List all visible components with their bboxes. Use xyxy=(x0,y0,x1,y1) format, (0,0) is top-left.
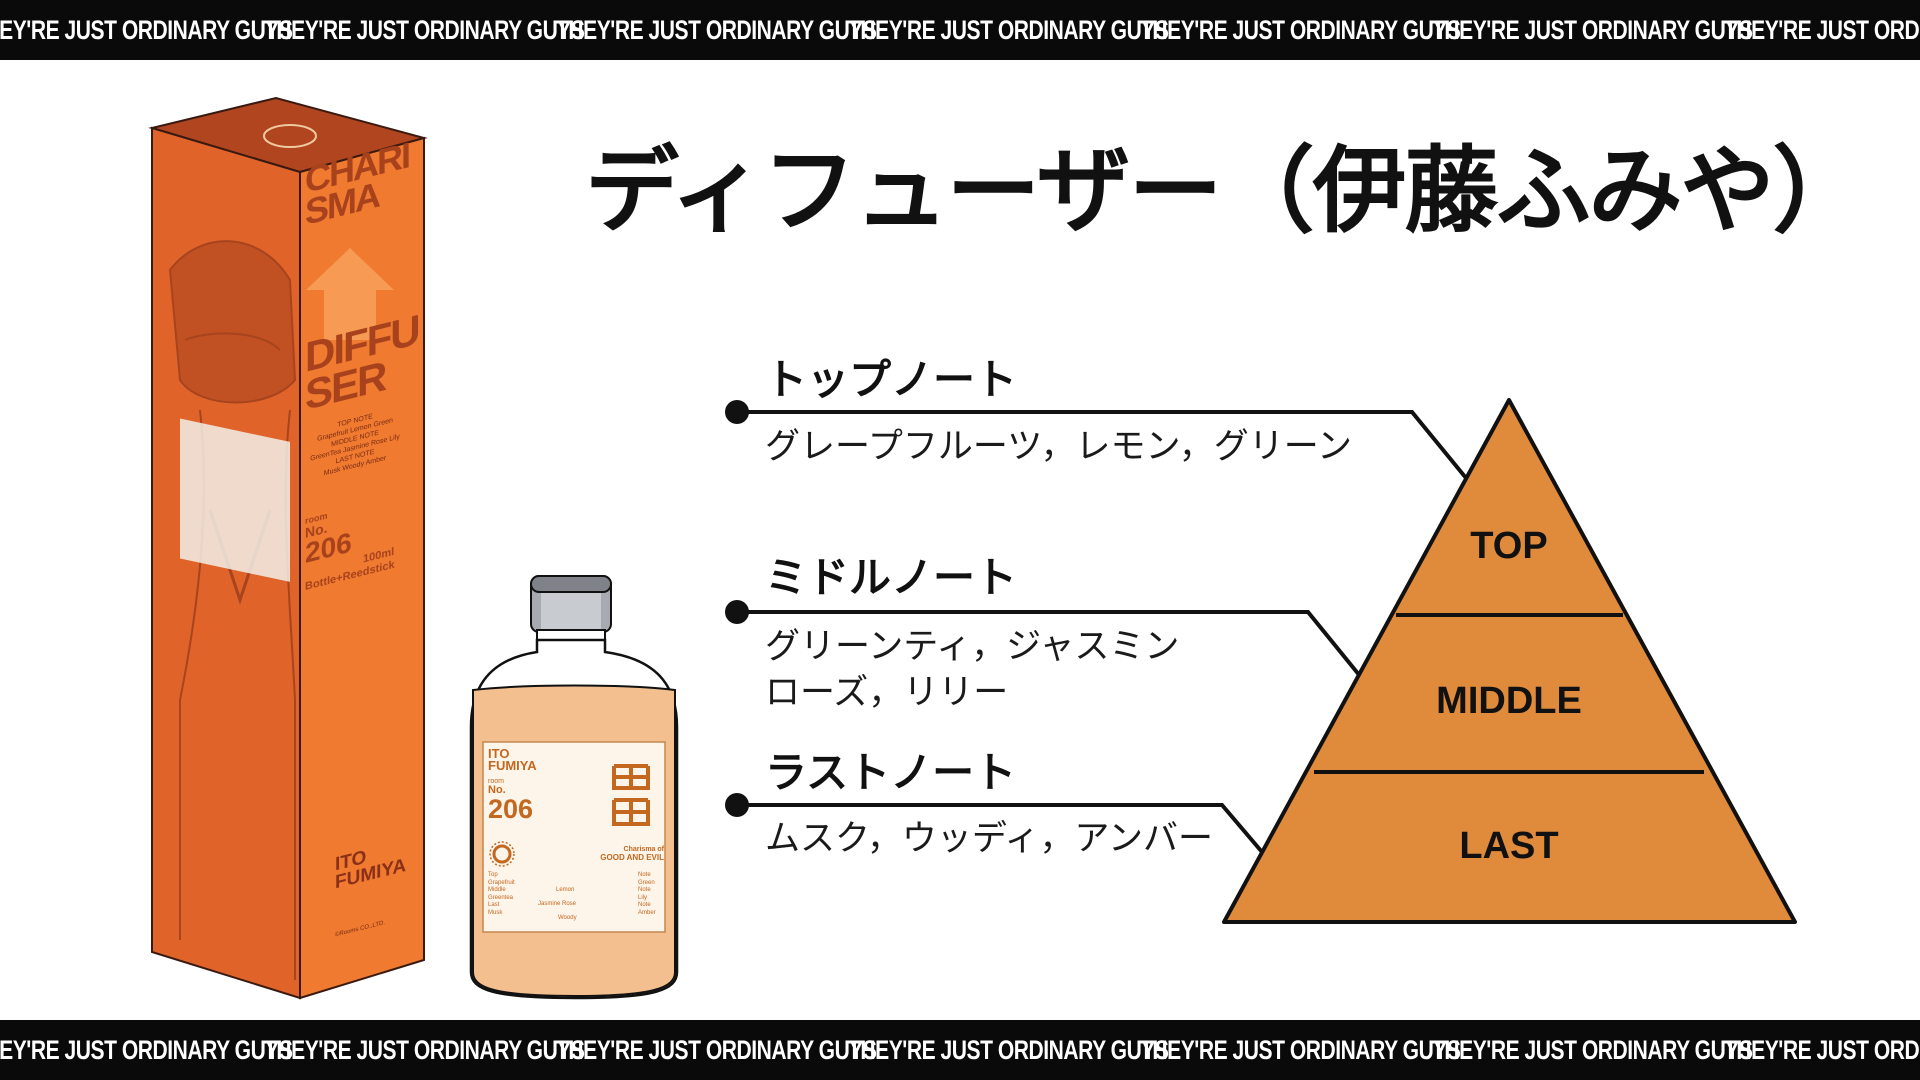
diffuser-box-illustration xyxy=(148,96,428,1000)
bottle-note-text: Note xyxy=(638,872,651,878)
bottle-note-text: Lily xyxy=(638,894,648,901)
banner-text: THEY'RE JUST ORDINARY GUYS xyxy=(1724,1035,1920,1065)
bottle-tagline-line: Charisma of xyxy=(623,846,664,853)
bottle-tagline: Charisma of GOOD AND EVIL xyxy=(558,846,664,862)
bullet-last xyxy=(725,793,749,817)
pyramid-label-middle: MIDDLE xyxy=(1436,680,1582,722)
fragrance-pyramid: TOP MIDDLE LAST xyxy=(1222,398,1797,924)
banner-text: THEY'RE JUST ORDINARY GUYS xyxy=(1724,15,1920,45)
bottle-note-text: Green xyxy=(638,879,655,886)
bottle-note-text: Note xyxy=(638,902,651,908)
bottle-room-label: room xyxy=(488,778,504,785)
note-heading-top: トップノート xyxy=(765,355,1018,404)
banner-track: THEY'RE JUST ORDINARY GUYS THEY'RE JUST … xyxy=(0,1020,1920,1080)
banner-track: THEY'RE JUST ORDINARY GUYS THEY'RE JUST … xyxy=(0,0,1920,60)
bottle-note-text: Lemon xyxy=(556,887,575,893)
bottle-note-text: Jasmine Rose xyxy=(538,901,577,907)
bottle-room-number: 206 xyxy=(488,794,534,824)
bottle-note-text: Last xyxy=(488,902,500,908)
bottle-note-text: Top xyxy=(488,872,498,878)
bottle-name-line: ITO xyxy=(488,746,510,761)
top-banner: THEY'RE JUST ORDINARY GUYS THEY'RE JUST … xyxy=(0,0,1920,60)
banner-text: THEY'RE JUST ORDINARY GUYS xyxy=(848,1035,1169,1065)
note-value-middle-line2: ローズ，リリー xyxy=(765,673,1009,713)
bottle-notes-right: Note Green Note Lily Note Amber xyxy=(638,872,656,917)
bottle-note-text: Note xyxy=(638,887,651,893)
bottle-no-label: No. xyxy=(488,784,506,796)
bottle-note-text: Musk xyxy=(488,909,503,916)
banner-text: THEY'RE JUST ORDINARY GUYS xyxy=(1432,1035,1753,1065)
note-value-top: グレープフルーツ，レモン，グリーン xyxy=(765,427,1352,467)
bottle-kanji-mark xyxy=(612,764,650,826)
connector-top xyxy=(737,410,1468,480)
banner-text: THEY'RE JUST ORDINARY GUYS xyxy=(0,1035,293,1065)
bullet-middle xyxy=(725,600,749,624)
bullet-top xyxy=(725,400,749,424)
note-heading-middle: ミドルノート xyxy=(765,553,1018,602)
page-title: ディフューザー（伊藤ふみや） xyxy=(585,137,1867,246)
bottle-note-text: Greentea xyxy=(488,894,514,901)
bottle-name-line: FUMIYA xyxy=(488,758,537,773)
bottom-banner: THEY'RE JUST ORDINARY GUYS THEY'RE JUST … xyxy=(0,1020,1920,1080)
bottle-note-text: Middle xyxy=(488,887,506,893)
note-value-middle-line1: グリーンティ，ジャスミン xyxy=(765,627,1180,667)
bottle-note-text: Woody xyxy=(558,915,577,921)
diffuser-bottle-illustration xyxy=(469,575,679,1000)
banner-text: THEY'RE JUST ORDINARY GUYS xyxy=(556,1035,877,1065)
bottle-note-text: Amber xyxy=(638,909,656,916)
pyramid-label-top: TOP xyxy=(1470,525,1547,567)
bottle-note-text: Grapefruit xyxy=(488,879,515,886)
bottle-notes-mid: Lemon Jasmine Rose Woody xyxy=(538,883,577,925)
pyramid-label-last: LAST xyxy=(1459,825,1558,867)
pyramid-body xyxy=(1222,398,1797,924)
note-value-last: ムスク，ウッディ，アンバー xyxy=(765,819,1214,859)
note-heading-last: ラストノート xyxy=(765,748,1017,797)
bottle-label: ITO FUMIYA room No. 206 Charisma of GOOD… xyxy=(488,746,664,930)
bottle-sun-mark xyxy=(489,841,515,867)
connector-last xyxy=(737,803,1264,854)
bottle-notes-left: Top Grapefruit Middle Greentea Last Musk xyxy=(488,872,515,917)
box-top-logo xyxy=(263,124,317,148)
banner-text: THEY'RE JUST ORDINARY GUYS xyxy=(1140,1035,1461,1065)
banner-text: THEY'RE JUST ORDINARY GUYS xyxy=(264,1035,585,1065)
connector-middle xyxy=(737,610,1362,678)
bottle-tagline-line: GOOD AND EVIL xyxy=(600,853,664,862)
